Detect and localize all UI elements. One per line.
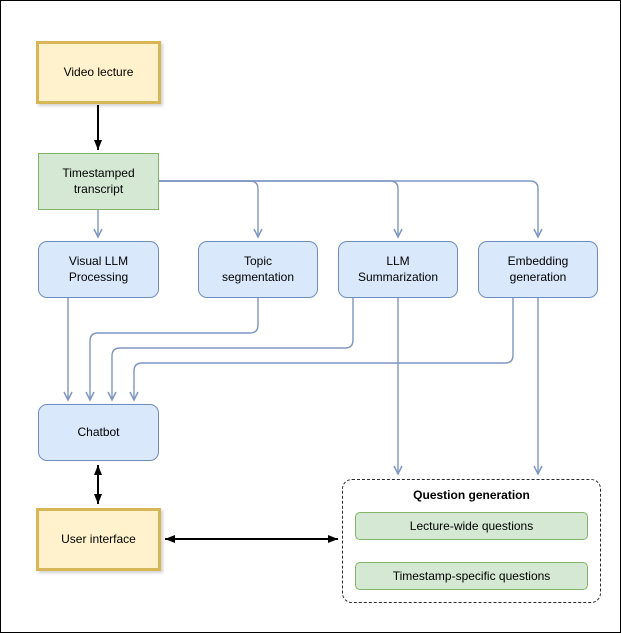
node-timestamped-transcript-label: Timestamped transcript bbox=[62, 165, 135, 196]
group-question-generation: Question generation Lecture-wide questio… bbox=[342, 479, 601, 603]
edge-transcript-to-embedding-generation bbox=[159, 180, 543, 239]
node-video-lecture-label: Video lecture bbox=[63, 64, 134, 79]
node-visual-llm-processing-label: Visual LLM Processing bbox=[68, 253, 129, 284]
node-llm-summarization: LLM Summarization bbox=[338, 241, 458, 298]
node-video-lecture: Video lecture bbox=[36, 41, 161, 104]
node-user-interface: User interface bbox=[36, 508, 161, 571]
node-embedding-generation-label: Embedding generation bbox=[507, 253, 569, 284]
node-topic-segmentation-label: Topic segmentation bbox=[221, 253, 295, 284]
node-timestamped-transcript: Timestamped transcript bbox=[38, 153, 159, 210]
node-chatbot-label: Chatbot bbox=[77, 424, 120, 439]
edge-transcript-to-topic-segmentation bbox=[159, 180, 263, 239]
node-lecture-wide-questions-label: Lecture-wide questions bbox=[409, 519, 534, 533]
node-timestamp-specific-questions: Timestamp-specific questions bbox=[355, 562, 588, 590]
node-timestamp-specific-questions-label: Timestamp-specific questions bbox=[392, 569, 551, 583]
node-llm-summarization-label: LLM Summarization bbox=[357, 253, 439, 284]
node-visual-llm-processing: Visual LLM Processing bbox=[38, 241, 159, 298]
edge-llm-summarization-to-chatbot bbox=[107, 298, 354, 402]
node-user-interface-label: User interface bbox=[61, 531, 136, 546]
node-lecture-wide-questions: Lecture-wide questions bbox=[355, 512, 588, 540]
node-topic-segmentation: Topic segmentation bbox=[198, 241, 318, 298]
edge-transcript-to-llm-summarization bbox=[159, 180, 403, 239]
edge-embedding-generation-to-chatbot bbox=[129, 298, 514, 402]
edge-topic-segmentation-to-chatbot bbox=[85, 298, 259, 402]
node-chatbot: Chatbot bbox=[38, 404, 159, 461]
question-generation-title: Question generation bbox=[413, 488, 530, 502]
node-embedding-generation: Embedding generation bbox=[478, 241, 598, 298]
